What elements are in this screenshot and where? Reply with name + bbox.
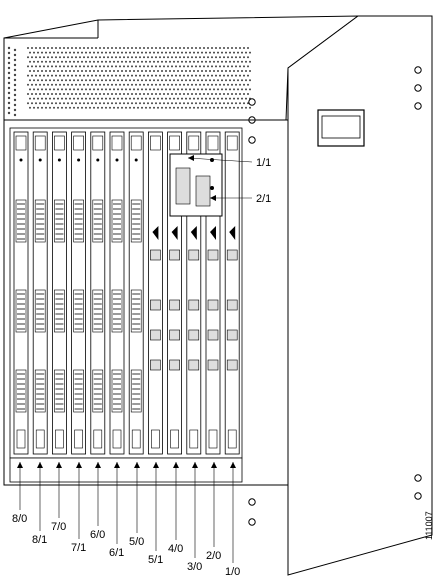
slot-label: 8/0 — [12, 513, 27, 525]
slot-label: 8/1 — [32, 534, 47, 546]
figure-id: 111007 — [424, 511, 434, 540]
line-card — [109, 131, 125, 455]
slot-label: 1/0 — [225, 566, 240, 578]
callout-label-2-1: 2/1 — [256, 193, 271, 205]
slot-label: 6/1 — [109, 547, 124, 559]
callout-1-1: 1/1 — [187, 155, 271, 169]
line-card — [147, 131, 163, 455]
slot-label: 7/0 — [51, 521, 66, 533]
slot-label: 6/0 — [90, 529, 105, 541]
line-card — [13, 131, 29, 455]
line-card — [71, 131, 86, 455]
slot-label: 5/0 — [129, 536, 144, 548]
slot-labels: 8/0 8/1 7/0 7/1 6/0 6/1 5/0 5/1 4/0 3/0 2/0 1/0 — [12, 462, 240, 578]
line-card — [52, 131, 67, 455]
slot-label: 3/0 — [187, 561, 202, 573]
chassis-side-face — [287, 15, 433, 576]
chassis-bottom-rail — [9, 457, 243, 483]
slot-label: 4/0 — [168, 543, 183, 555]
line-card — [128, 131, 144, 455]
line-card — [224, 131, 240, 455]
callout-label-1-1: 1/1 — [256, 157, 271, 169]
vent-grille — [27, 47, 251, 109]
vent-holes-left — [7, 46, 17, 117]
line-card — [90, 131, 106, 455]
slot-label: 7/1 — [71, 542, 86, 554]
slot-label: 2/0 — [206, 550, 221, 562]
control-module — [169, 153, 223, 217]
line-card — [32, 131, 48, 455]
side-screws — [248, 66, 422, 526]
callout-2-1: 2/1 — [210, 193, 271, 205]
slot-label: 5/1 — [148, 554, 163, 566]
